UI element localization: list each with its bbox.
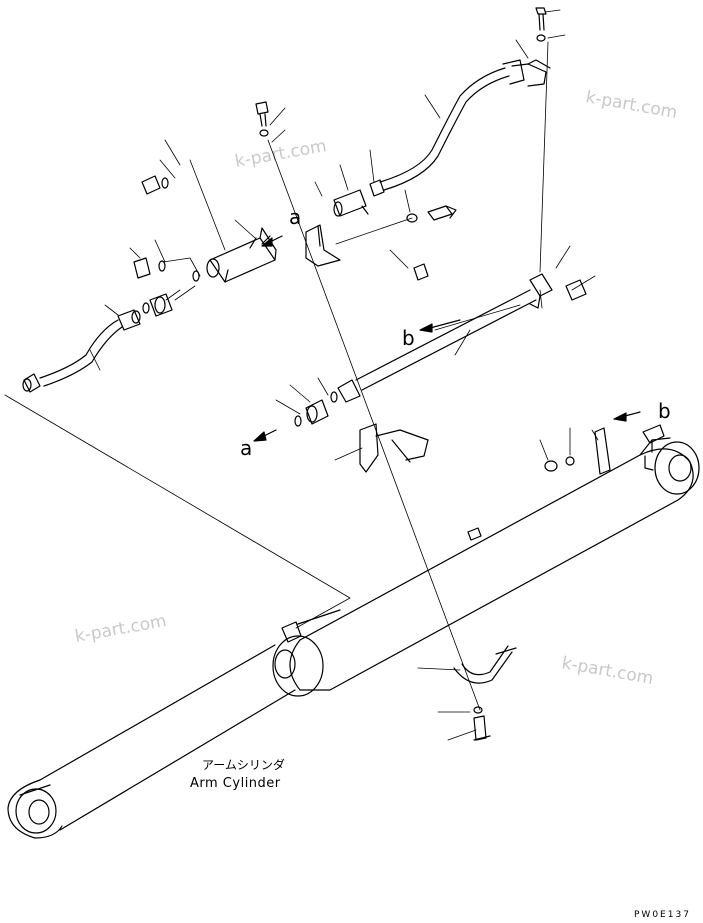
cylinder-bottom-eye xyxy=(639,437,700,495)
bracket-b xyxy=(359,423,429,473)
rod-end-eye xyxy=(7,779,63,839)
arrows xyxy=(253,235,641,442)
bolt-mid-right xyxy=(406,205,457,281)
pipe-b xyxy=(330,273,587,403)
fitting-upper-connector xyxy=(333,179,385,217)
pipe-b-lower-fitting xyxy=(330,379,361,403)
bottom-elbow-fitting xyxy=(642,424,665,453)
watermark-4: k-part.com xyxy=(560,653,655,689)
bracket-right xyxy=(544,427,611,475)
head-port-fitting xyxy=(281,609,341,643)
hose-a-end-right xyxy=(117,309,141,331)
watermark-1: k-part.com xyxy=(233,136,328,172)
watermark-3: k-part.com xyxy=(73,611,168,647)
pipe-b-elbow xyxy=(529,273,553,297)
watermark-2: k-part.com xyxy=(584,87,679,123)
fittings-left-cluster xyxy=(133,175,200,317)
valve-block xyxy=(206,227,277,283)
cylinder-label-jp: アームシリンダ xyxy=(202,757,285,772)
bracket-a xyxy=(305,224,341,267)
clamp-lower xyxy=(453,645,517,741)
ref-label-a-lower: a xyxy=(240,436,252,460)
fitting-lower-a xyxy=(294,399,329,427)
cylinder-label-en: Arm Cylinder xyxy=(190,776,281,791)
barrel-port-fitting xyxy=(467,527,482,541)
bolt-top-center xyxy=(255,101,269,137)
arrow-b-right xyxy=(624,411,641,417)
cylinder-head-collar xyxy=(272,635,324,697)
arm-cylinder xyxy=(7,424,700,839)
bolt-top-right xyxy=(535,7,547,42)
leader-lines xyxy=(4,9,599,741)
arrow-b-upper xyxy=(429,319,461,329)
upper-bracket-mount xyxy=(527,59,551,69)
hose-a-end-left xyxy=(22,373,41,393)
hose-upper xyxy=(379,59,551,191)
ref-label-a-upper: a xyxy=(289,205,301,229)
drawing-code: PW0E137 xyxy=(634,910,691,920)
ref-label-b-right: b xyxy=(658,399,671,423)
ref-label-b-upper: b xyxy=(402,326,415,350)
hose-a xyxy=(22,309,141,393)
piston-rod xyxy=(39,644,276,781)
